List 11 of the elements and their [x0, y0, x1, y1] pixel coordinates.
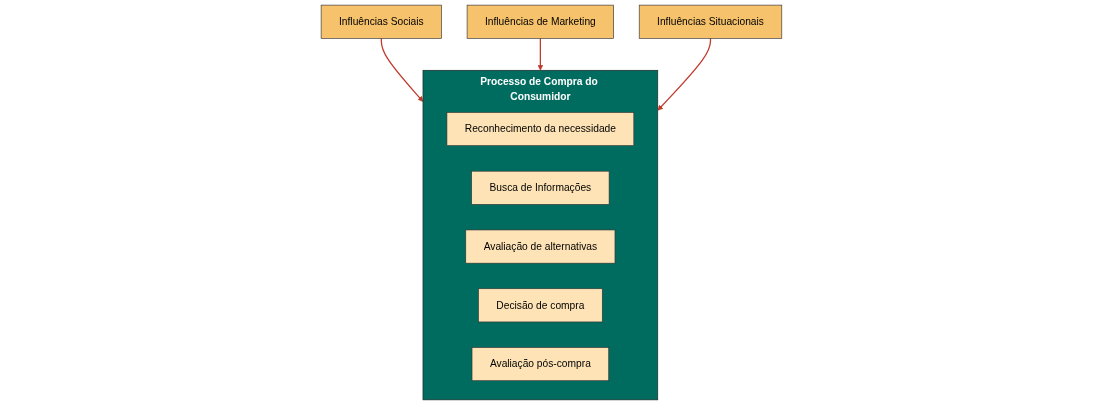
node-box: Busca de Informações [470, 170, 609, 205]
node-box: Influências Situacionais [638, 4, 782, 39]
node-box: Avaliação pós-compra [471, 347, 609, 382]
node-box: Avaliação de alternativas [465, 229, 615, 264]
arrow [380, 37, 423, 102]
arrow [537, 37, 543, 71]
arrow [657, 37, 711, 111]
node-box: Decisão de compra [477, 288, 603, 323]
node-box: Influências de Marketing [466, 4, 614, 39]
node-box: Reconhecimento da necessidade [446, 112, 634, 146]
node-box: Influências Sociais [320, 4, 442, 39]
